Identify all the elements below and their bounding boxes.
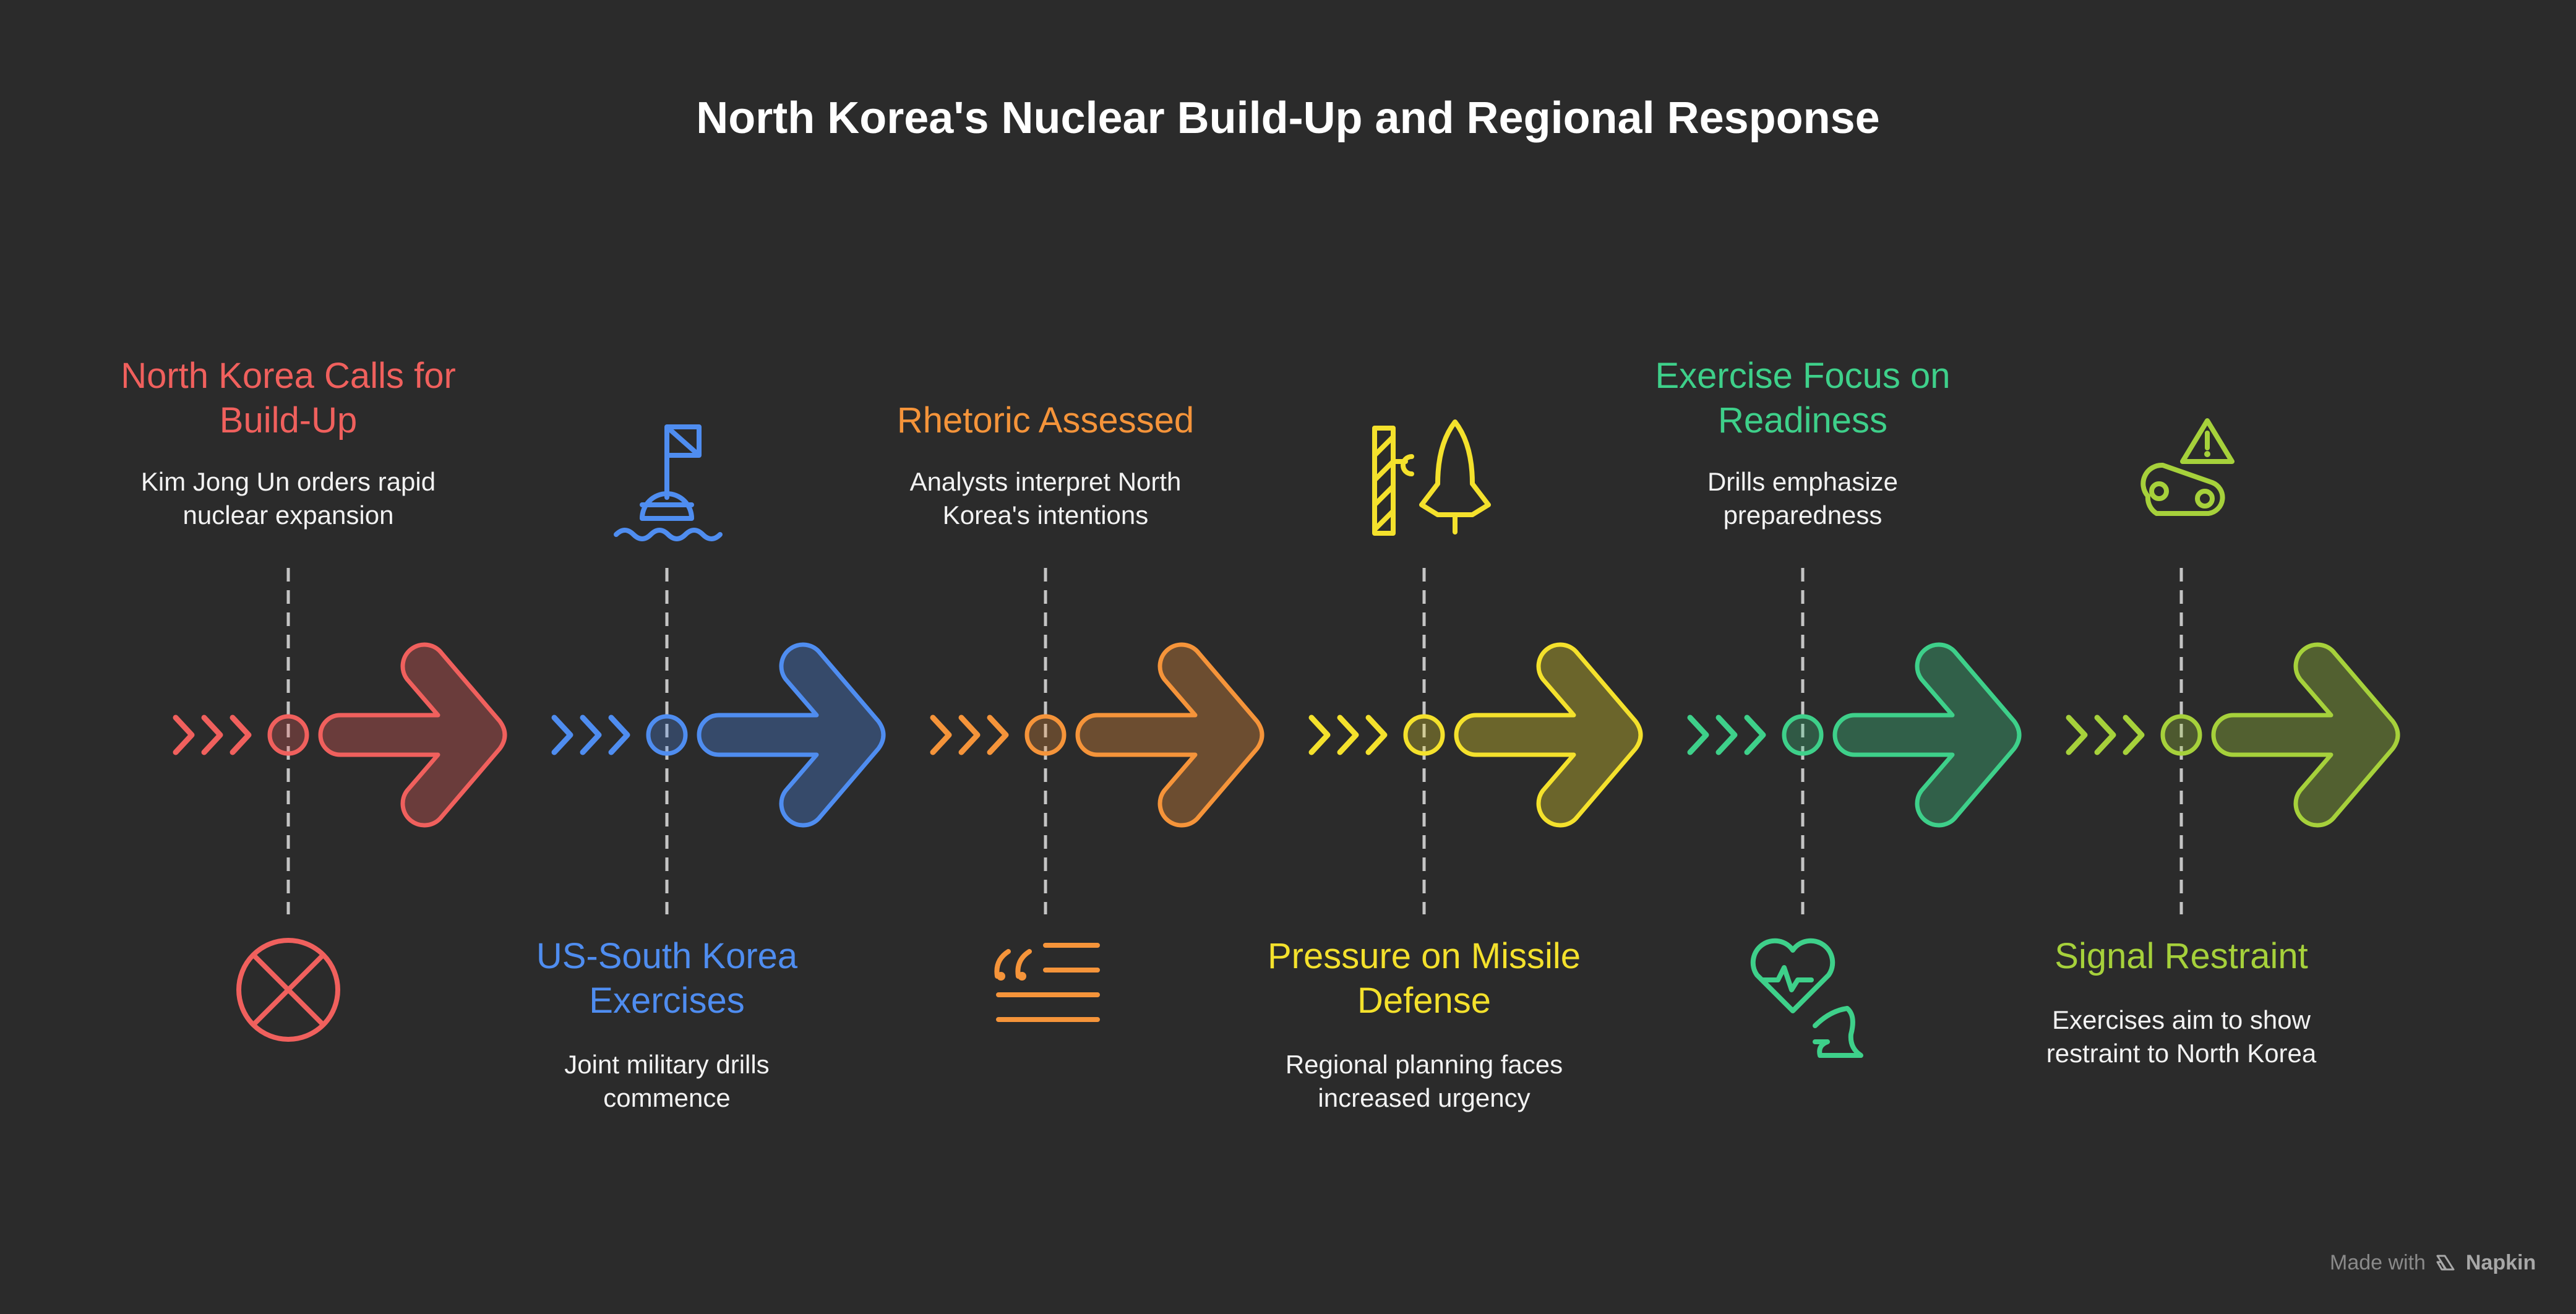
chevron-icon bbox=[987, 715, 1009, 755]
chevron-icon bbox=[2066, 715, 2088, 755]
napkin-logo-icon bbox=[2436, 1255, 2455, 1271]
stage-3 bbox=[930, 568, 1264, 1022]
naval-buoy-flag-icon bbox=[614, 424, 723, 541]
chevron-icon bbox=[1744, 715, 1766, 755]
chevron-icon bbox=[551, 715, 573, 755]
stage-5 bbox=[1687, 568, 2022, 1058]
chevron-icon bbox=[958, 715, 981, 755]
footer-prefix: Made with bbox=[2330, 1251, 2426, 1274]
stage-arrow bbox=[1454, 642, 1643, 828]
cancel-circle-icon bbox=[236, 938, 340, 1042]
chevron-icon bbox=[2123, 715, 2145, 755]
footer-brand: Napkin bbox=[2465, 1251, 2536, 1274]
stage-1 bbox=[173, 568, 507, 1042]
footer: Made with Napkin bbox=[2330, 1251, 2536, 1275]
stages-layer bbox=[173, 418, 2400, 1058]
quote-text-icon bbox=[994, 943, 1100, 1022]
stage-title: Signal Restraint bbox=[2054, 936, 2308, 976]
stage-arrow bbox=[318, 642, 507, 828]
chevron-icon bbox=[201, 715, 223, 755]
warning-chain-icon bbox=[2140, 418, 2235, 516]
rocket-launch-tower-icon bbox=[1372, 419, 1491, 536]
stage-4 bbox=[1308, 419, 1643, 914]
page-title: North Korea's Nuclear Build-Up and Regio… bbox=[696, 93, 1880, 143]
chevron-icon bbox=[580, 715, 602, 755]
stage-6 bbox=[2066, 418, 2400, 914]
stage-title: Rhetoric Assessed bbox=[896, 400, 1195, 440]
stage-node bbox=[1782, 714, 1824, 756]
stage-arrow bbox=[1832, 642, 2022, 828]
stage-node bbox=[267, 714, 309, 756]
heart-strength-icon bbox=[1750, 938, 1863, 1058]
chevron-icon bbox=[1687, 715, 1709, 755]
stage-arrow bbox=[1075, 642, 1264, 828]
stage-title: Exercise Focus on Readiness bbox=[1655, 356, 1951, 440]
stage-description: Joint military drills commence bbox=[564, 1050, 770, 1112]
stage-node bbox=[2160, 714, 2202, 756]
stage-description: Regional planning faces increased urgenc… bbox=[1285, 1050, 1563, 1112]
stage-2 bbox=[551, 424, 886, 914]
chevron-icon bbox=[173, 715, 195, 755]
chevron-icon bbox=[608, 715, 630, 755]
chevron-icon bbox=[230, 715, 252, 755]
stage-node bbox=[646, 714, 688, 756]
chevron-icon bbox=[930, 715, 952, 755]
stage-node bbox=[1403, 714, 1445, 756]
stage-description: Analysts interpret North Korea's intenti… bbox=[909, 467, 1182, 530]
chevron-icon bbox=[1308, 715, 1331, 755]
chevron-icon bbox=[1715, 715, 1738, 755]
chevron-icon bbox=[1337, 715, 1359, 755]
stage-arrow bbox=[2211, 642, 2400, 828]
chevron-icon bbox=[1365, 715, 1388, 755]
stage-description: Drills emphasize preparedness bbox=[1707, 467, 1899, 530]
stage-node bbox=[1024, 714, 1067, 756]
stage-description: Kim Jong Un orders rapid nuclear expansi… bbox=[140, 467, 436, 530]
stage-description: Exercises aim to show restraint to North… bbox=[2046, 1005, 2317, 1068]
stage-title: North Korea Calls for Build-Up bbox=[121, 356, 456, 440]
stage-arrow bbox=[697, 642, 886, 828]
stage-title: Pressure on Missile Defense bbox=[1267, 936, 1581, 1021]
stage-title: US-South Korea Exercises bbox=[536, 936, 798, 1021]
chevron-icon bbox=[2094, 715, 2116, 755]
